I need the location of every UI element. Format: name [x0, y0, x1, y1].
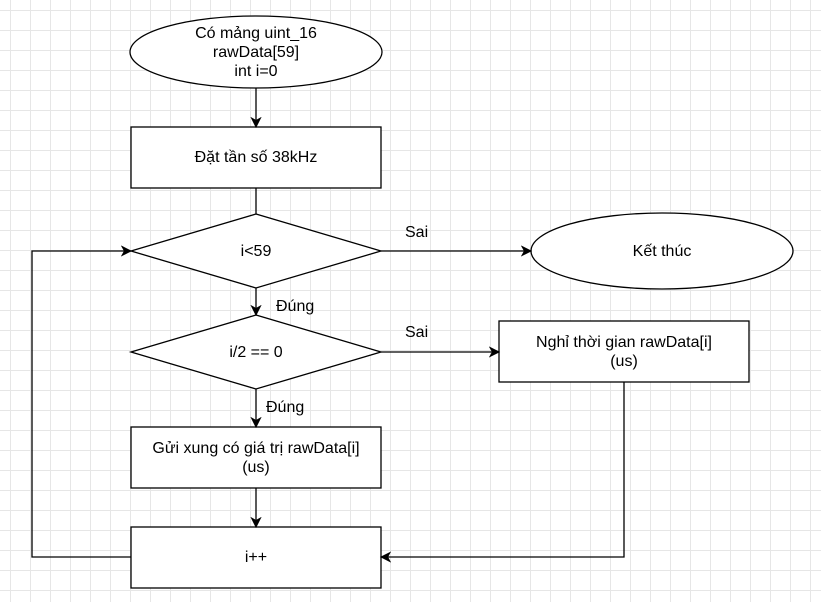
wait-node-label: Nghỉ thời gian rawData[i] (us) — [536, 333, 712, 370]
loop-true-edge-label: Đúng — [276, 298, 315, 315]
set-frequency-node-label: Đặt tần số 38kHz — [194, 149, 318, 166]
loop-condition-label: i<59 — [240, 242, 272, 260]
edge-wait-to-increment — [381, 382, 625, 557]
edge-increment-loop-back — [31, 251, 131, 558]
send-pulse-node-shape — [130, 426, 382, 489]
even-false-edge-label: Sai — [405, 324, 429, 341]
wait-node-shape — [498, 320, 750, 383]
end-node-label: Kết thúc — [632, 242, 692, 260]
even-condition-label: i/2 == 0 — [229, 343, 283, 361]
increment-node-label: i++ — [244, 549, 268, 566]
start-node-label: Có mảng uint_16 rawData[59] int i=0 — [195, 24, 317, 80]
send-pulse-node-label: Gửi xung có giá trị rawData[i] (us) — [152, 439, 360, 476]
set-frequency-node-shape — [130, 126, 382, 189]
increment-node-shape — [130, 526, 382, 589]
even-true-edge-label: Đúng — [266, 399, 305, 416]
loop-false-edge-label: Sai — [405, 224, 429, 241]
